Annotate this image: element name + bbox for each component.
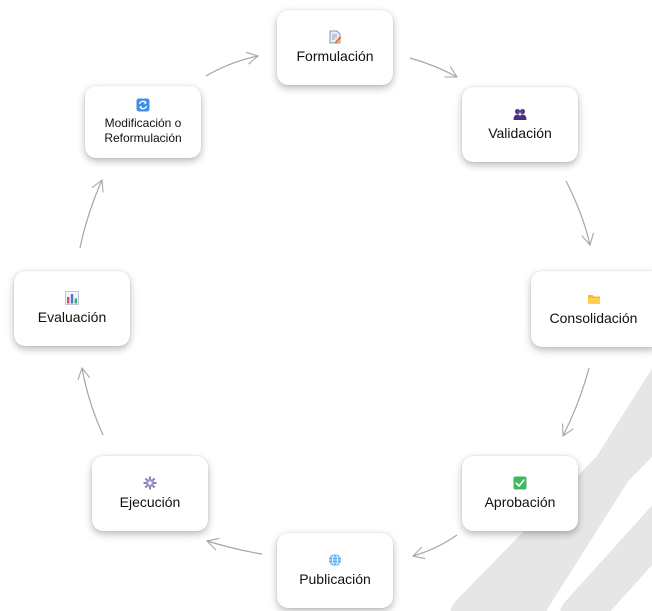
node-consolidacion[interactable]: Consolidación (531, 271, 652, 347)
node-label: Formulación (296, 48, 374, 64)
node-publicacion[interactable]: Publicación (277, 533, 393, 608)
node-label: Modificación o Reformulación (104, 116, 182, 145)
node-label: Aprobación (484, 494, 556, 510)
globe-icon (329, 553, 341, 567)
arrow-validacion-to-consolidacion (565, 180, 594, 247)
arrow-consolidacion-to-aprobacion (562, 367, 590, 438)
node-label: Validación (488, 125, 552, 141)
arrow-modificacion-to-formulacion (205, 51, 260, 77)
gear-icon (143, 476, 157, 490)
arrow-aprobacion-to-publicacion (411, 534, 458, 560)
node-label: Consolidación (549, 309, 638, 326)
node-formulacion[interactable]: Formulación (277, 10, 393, 85)
node-validacion[interactable]: Validación (462, 87, 578, 162)
bar-chart-icon (65, 291, 79, 305)
document-edit-icon (329, 30, 342, 44)
arrow-formulacion-to-validacion (409, 57, 459, 78)
arrow-publicacion-to-ejecucion (205, 537, 263, 555)
folder-icon (587, 294, 600, 304)
node-modificacion[interactable]: Modificación o Reformulación (85, 86, 201, 158)
arrow-ejecucion-to-evaluacion (77, 366, 104, 436)
node-aprobacion[interactable]: Aprobación (462, 456, 578, 531)
refresh-icon (136, 98, 150, 112)
node-label: Ejecución (119, 494, 181, 510)
node-label: Publicación (299, 571, 371, 587)
node-ejecucion[interactable]: Ejecución (92, 456, 208, 531)
users-icon (513, 108, 527, 120)
arrow-evaluacion-to-modificacion (79, 178, 104, 249)
node-evaluacion[interactable]: Evaluación (14, 271, 130, 346)
node-label: Evaluación (37, 309, 107, 325)
check-icon (513, 476, 527, 490)
